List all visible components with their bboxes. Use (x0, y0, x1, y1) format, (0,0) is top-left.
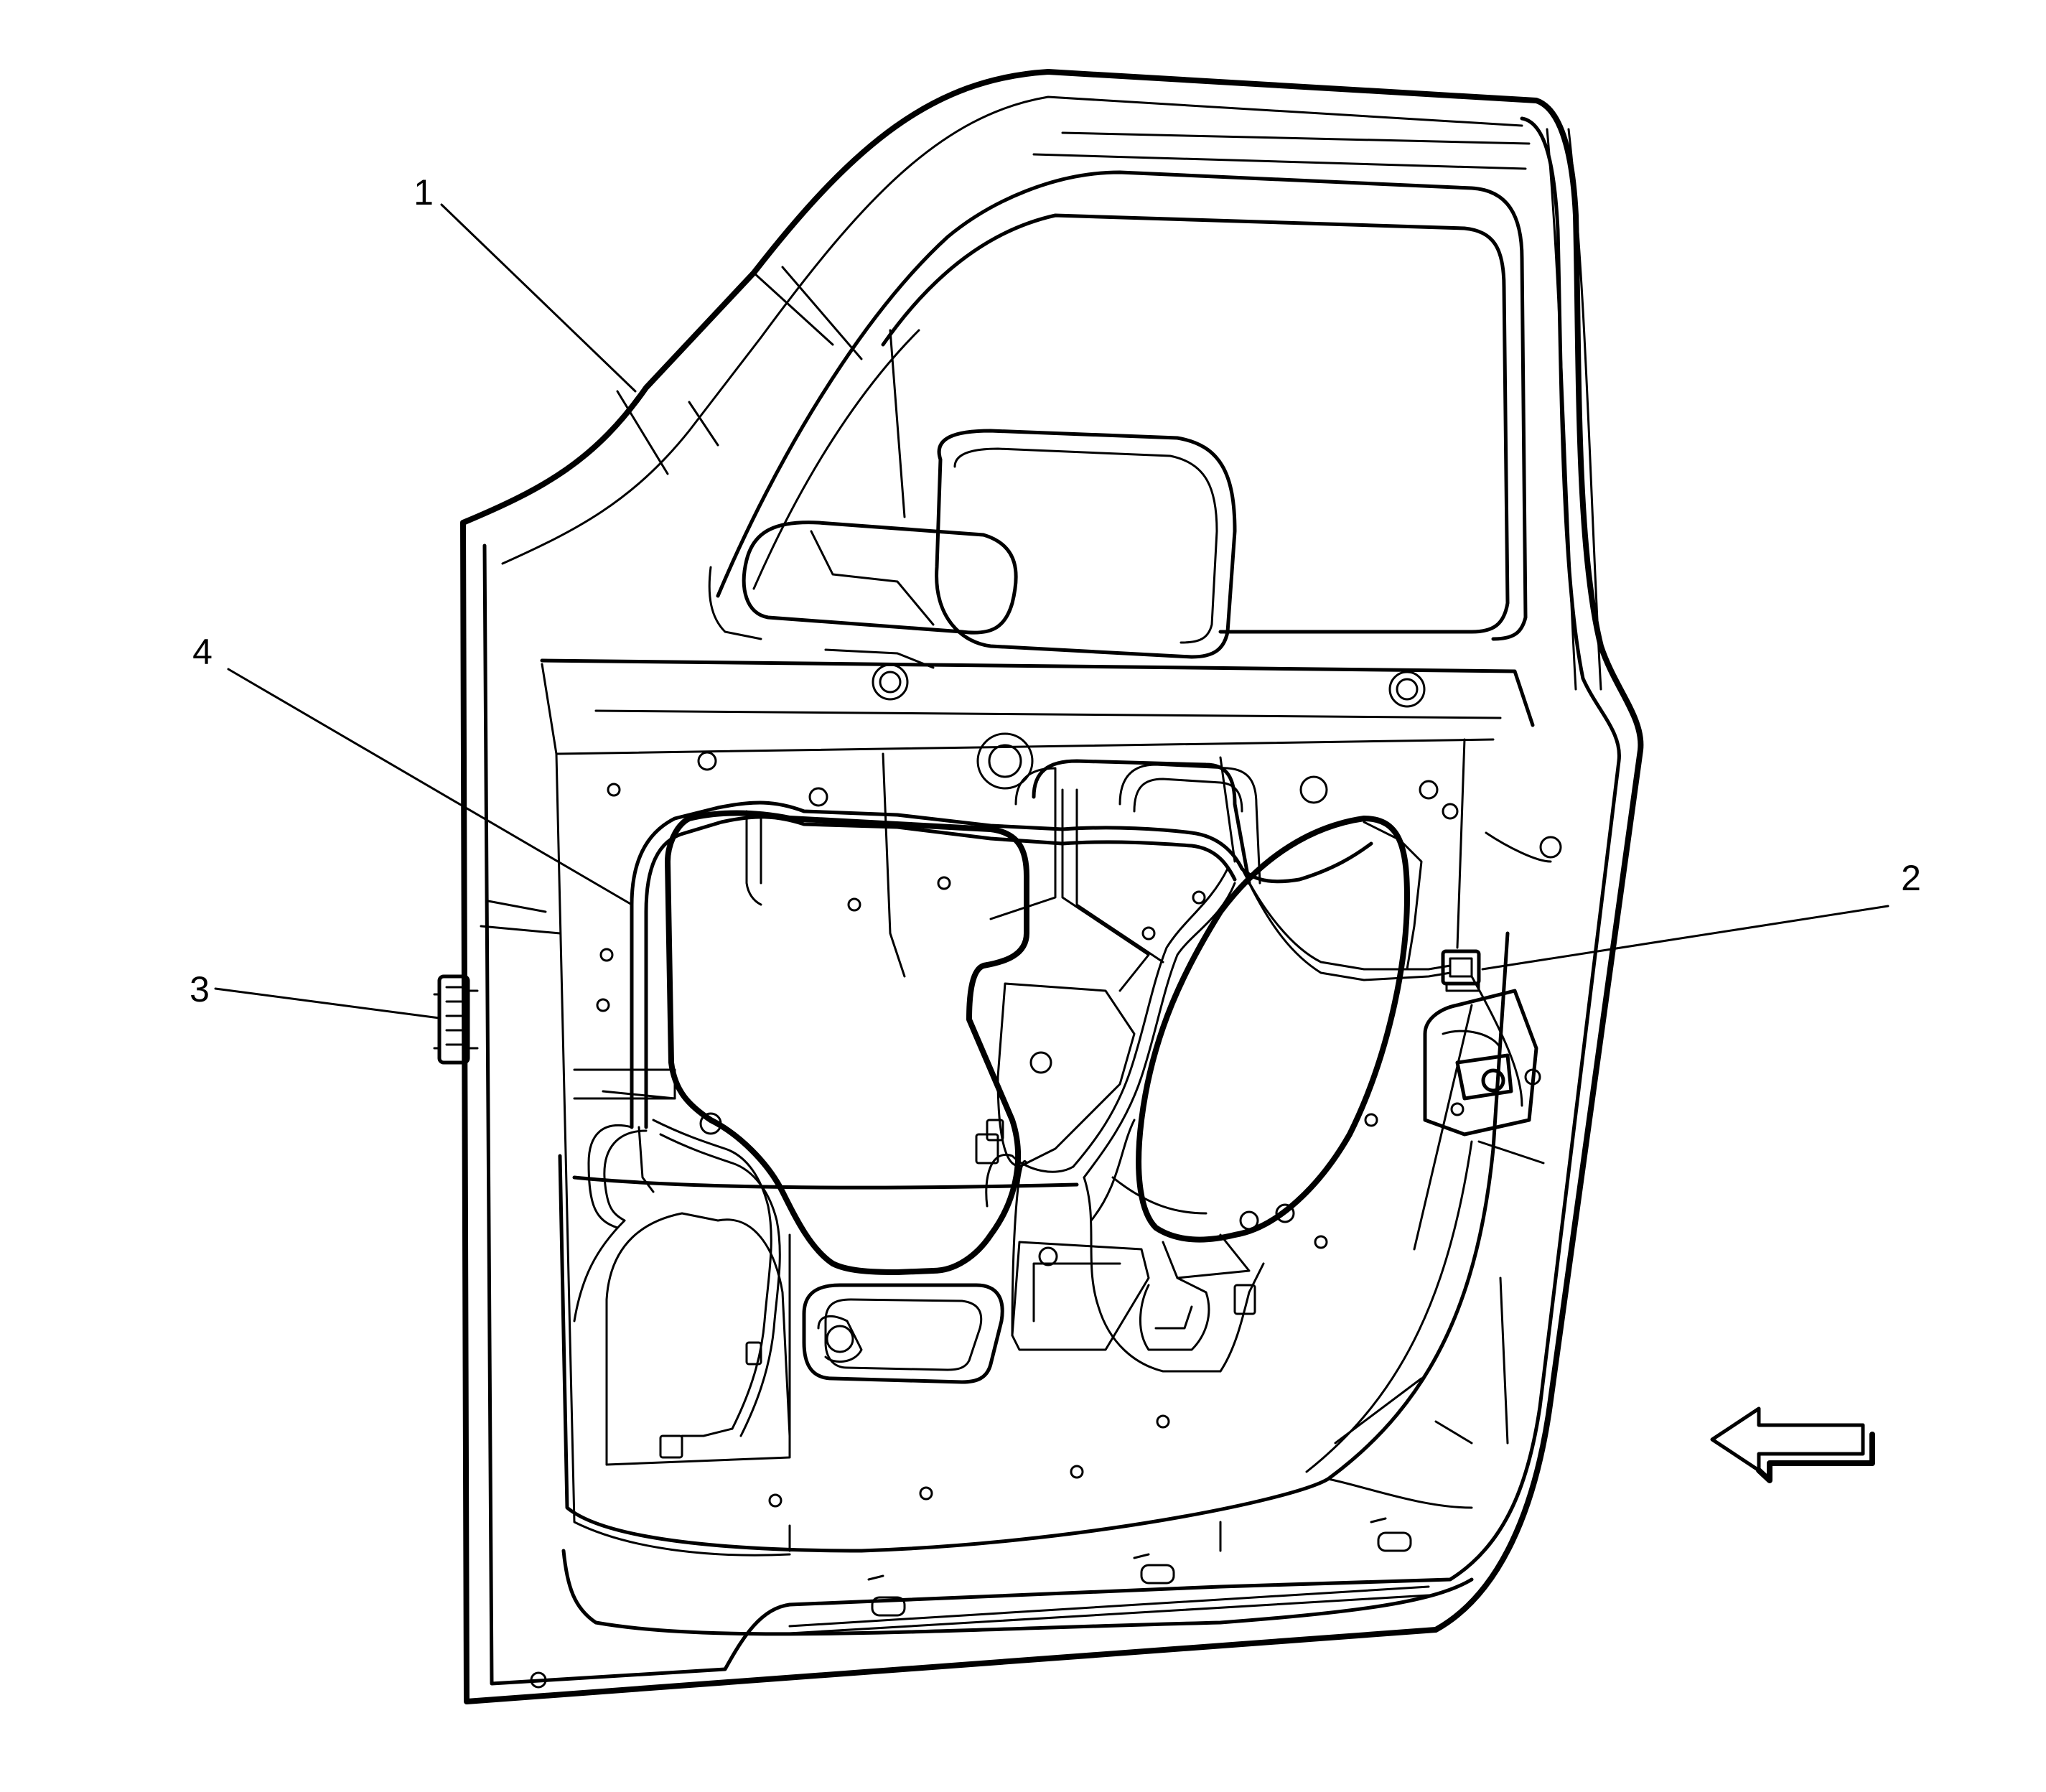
callout-label-2: 2 (1901, 858, 1921, 898)
lower-access-hole (802, 1283, 1004, 1384)
door-wiring-harness (587, 801, 1452, 1437)
fastener-holes (596, 663, 1562, 1508)
speaker-opening (573, 1212, 791, 1466)
callout-leaders (214, 203, 1889, 1019)
harness-connector (1441, 949, 1481, 992)
callout-label-4: 4 (192, 632, 212, 672)
door-connector (433, 974, 479, 1065)
window-frame (688, 131, 1531, 641)
speaker-pod (1136, 816, 1423, 1351)
side-mirror (708, 429, 1237, 669)
callout-label-3: 3 (190, 969, 210, 1009)
drain-slots (530, 1517, 1430, 1689)
door-latch (1423, 989, 1538, 1137)
left-arrow-icon (1710, 1406, 1875, 1483)
callout-labels: 1 2 3 4 (190, 172, 1921, 1009)
central-access-hole (665, 810, 1029, 1275)
callout-label-1: 1 (414, 172, 434, 213)
door-panel (460, 69, 1644, 1704)
door-inner-panel (540, 658, 1552, 1636)
inline-connectors (659, 1119, 1256, 1459)
